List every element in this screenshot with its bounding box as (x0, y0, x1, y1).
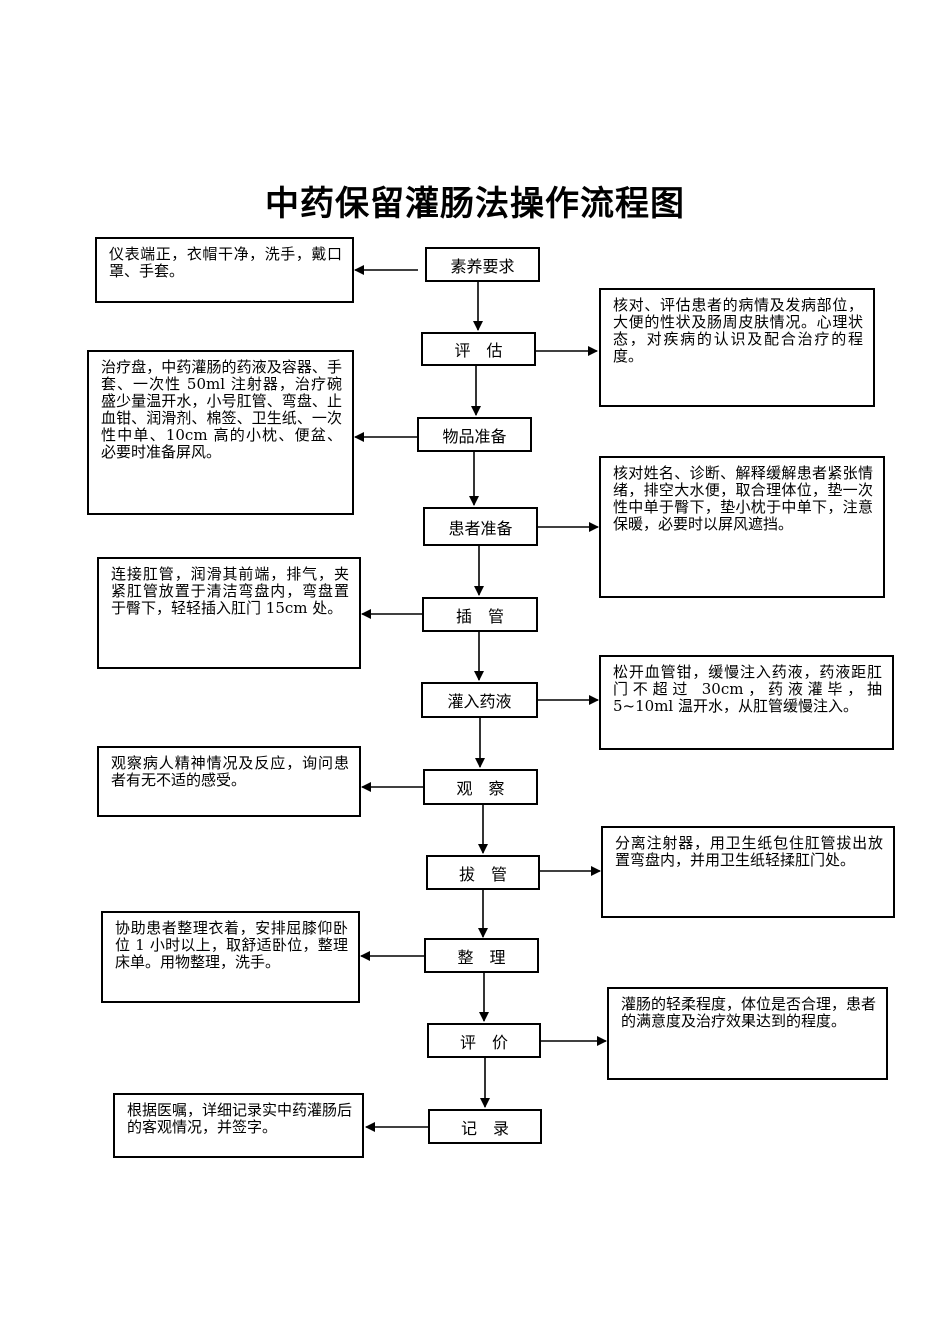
note-patient-prep: 核对姓名、诊断、解释缓解患者紧张情绪，排空大水便，取合理体位，垫一次性中单于臀下… (599, 456, 885, 598)
note-record: 根据医嘱，详细记录实中药灌肠后的客观情况，并签字。 (113, 1093, 364, 1158)
step-box-suyang: 素养要求 (425, 247, 540, 282)
step-box-supplies: 物品准备 (417, 417, 532, 452)
note-tidy: 协助患者整理衣着，安排屈膝仰卧位 1 小时以上，取舒适卧位，整理床单。用物整理，… (101, 911, 360, 1003)
note-evaluate: 灌肠的轻柔程度，体位是否合理，患者的满意度及治疗效果达到的程度。 (607, 987, 888, 1080)
step-box-assess: 评 估 (421, 332, 536, 366)
note-observe: 观察病人精神情况及反应，询问患者有无不适的感受。 (97, 746, 361, 817)
note-assess: 核对、评估患者的病情及发病部位，大便的性状及肠周皮肤情况。心理状态，对疾病的认识… (599, 288, 875, 407)
step-box-insert: 插 管 (422, 597, 538, 632)
note-infuse: 松开血管钳，缓慢注入药液，药液距肛门不超过 30cm，药液灌毕，抽 5~10ml… (599, 655, 894, 750)
note-suyang: 仪表端正，衣帽干净，洗手，戴口罩、手套。 (95, 237, 354, 303)
step-box-remove: 拔 管 (426, 855, 540, 890)
step-box-record: 记 录 (428, 1109, 542, 1144)
step-box-observe: 观 察 (423, 769, 538, 805)
page-title: 中药保留灌肠法操作流程图 (265, 184, 685, 224)
step-box-tidy: 整 理 (424, 938, 539, 973)
step-box-patient-prep: 患者准备 (423, 507, 538, 546)
note-remove: 分离注射器，用卫生纸包住肛管拔出放置弯盘内，并用卫生纸轻揉肛门处。 (601, 826, 895, 918)
note-insert: 连接肛管，润滑其前端，排气，夹紧肛管放置于清洁弯盘内，弯盘置于臀下，轻轻插入肛门… (97, 557, 361, 669)
step-box-infuse: 灌入药液 (421, 682, 538, 718)
note-supplies: 治疗盘，中药灌肠的药液及容器、手套、一次性 50ml 注射器，治疗碗盛少量温开水… (87, 350, 354, 515)
step-box-evaluate: 评 价 (427, 1023, 541, 1058)
